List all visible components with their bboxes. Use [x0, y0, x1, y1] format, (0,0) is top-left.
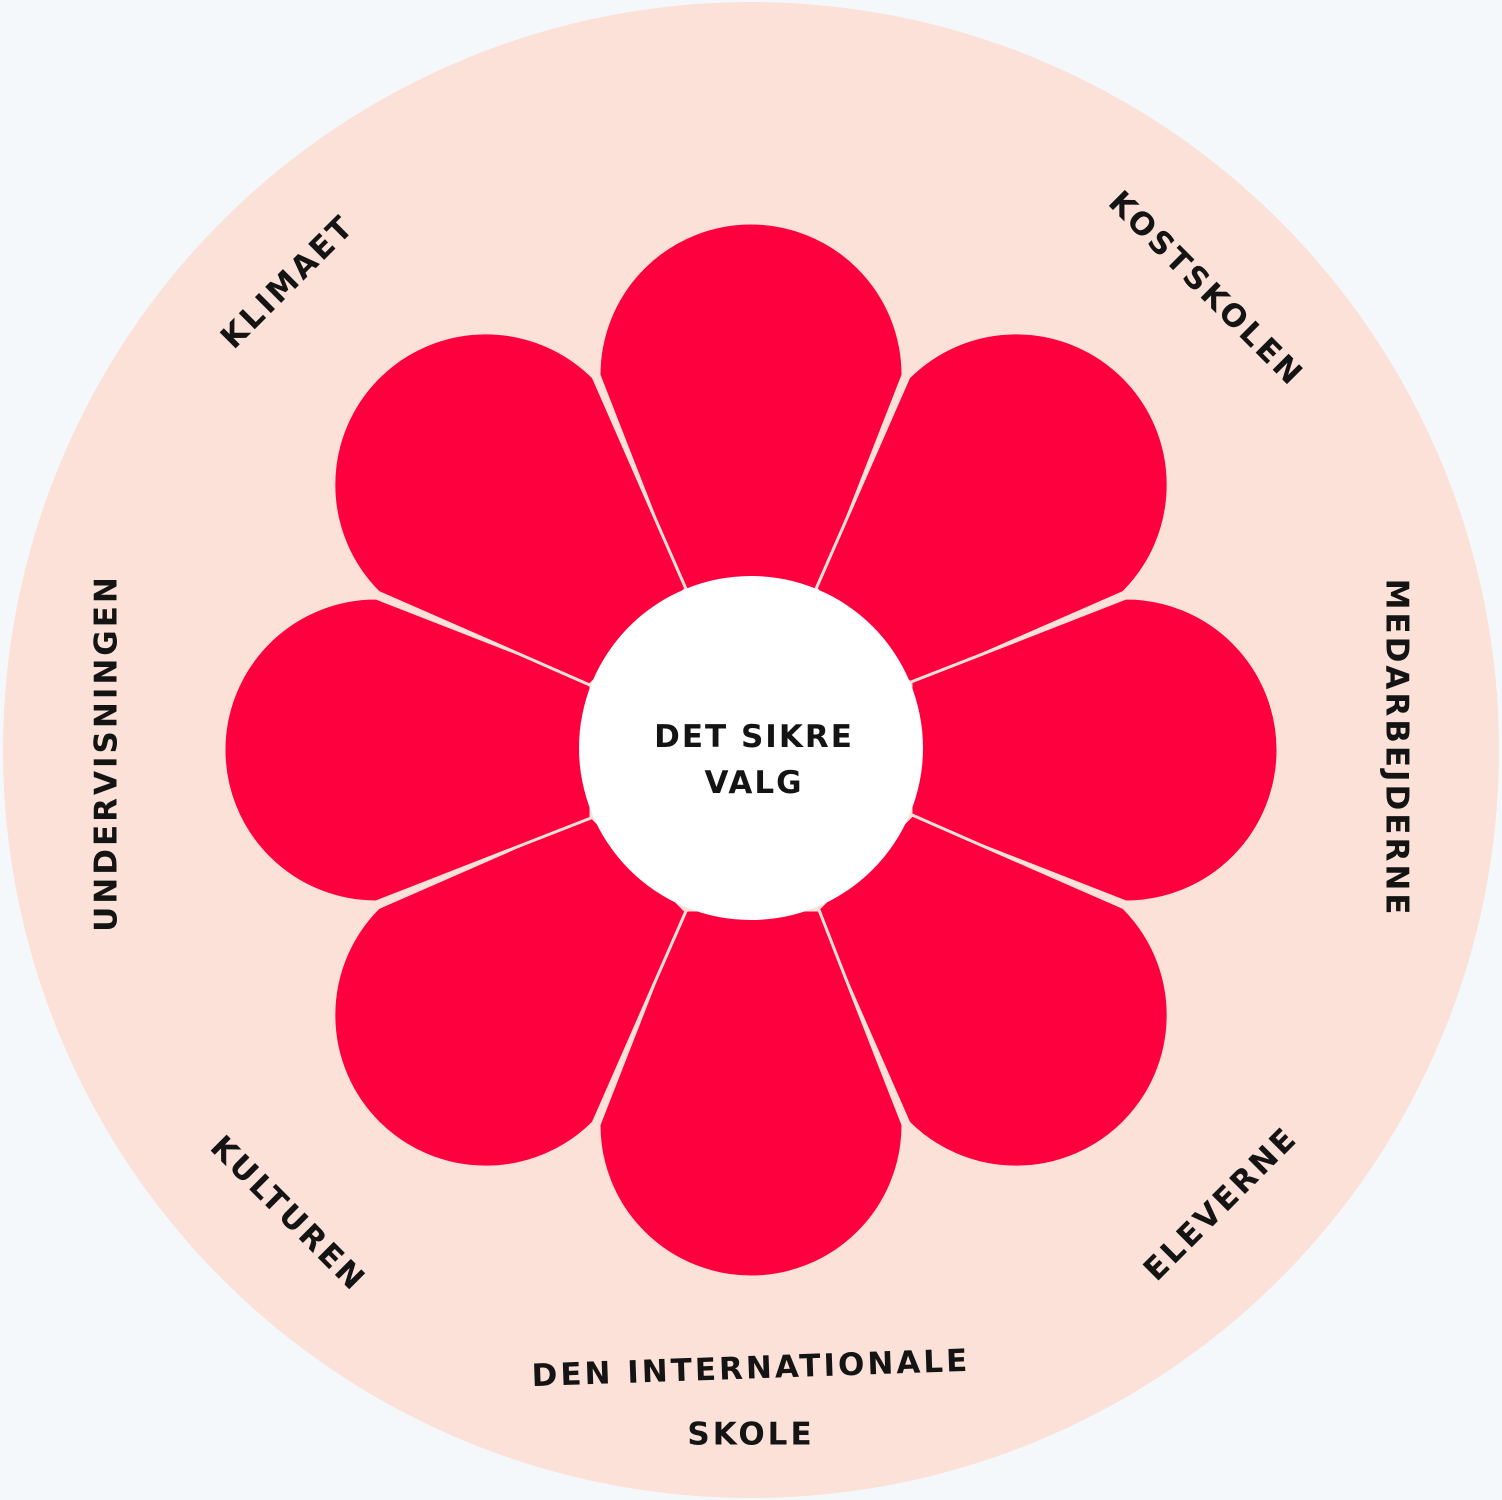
center-label-line1: DET SIKRE — [654, 719, 854, 755]
petal-top — [597, 221, 905, 592]
label-undervisningen: UNDERVISNINGEN — [89, 574, 125, 932]
center-circle — [579, 576, 923, 920]
petal-top-left — [332, 331, 688, 687]
petal-bottom — [597, 908, 905, 1279]
petal-bottom-left — [332, 813, 688, 1169]
label-skole: SKOLE — [687, 1417, 814, 1453]
petal-bottom-right — [814, 813, 1170, 1169]
petal-left — [222, 596, 593, 904]
petal-top-right — [814, 331, 1170, 687]
petals — [222, 221, 1280, 1279]
center-label-line2: VALG — [704, 765, 803, 801]
petal-right — [909, 596, 1280, 904]
label-medarbejderne: MEDARBEJDERNE — [1379, 579, 1415, 918]
